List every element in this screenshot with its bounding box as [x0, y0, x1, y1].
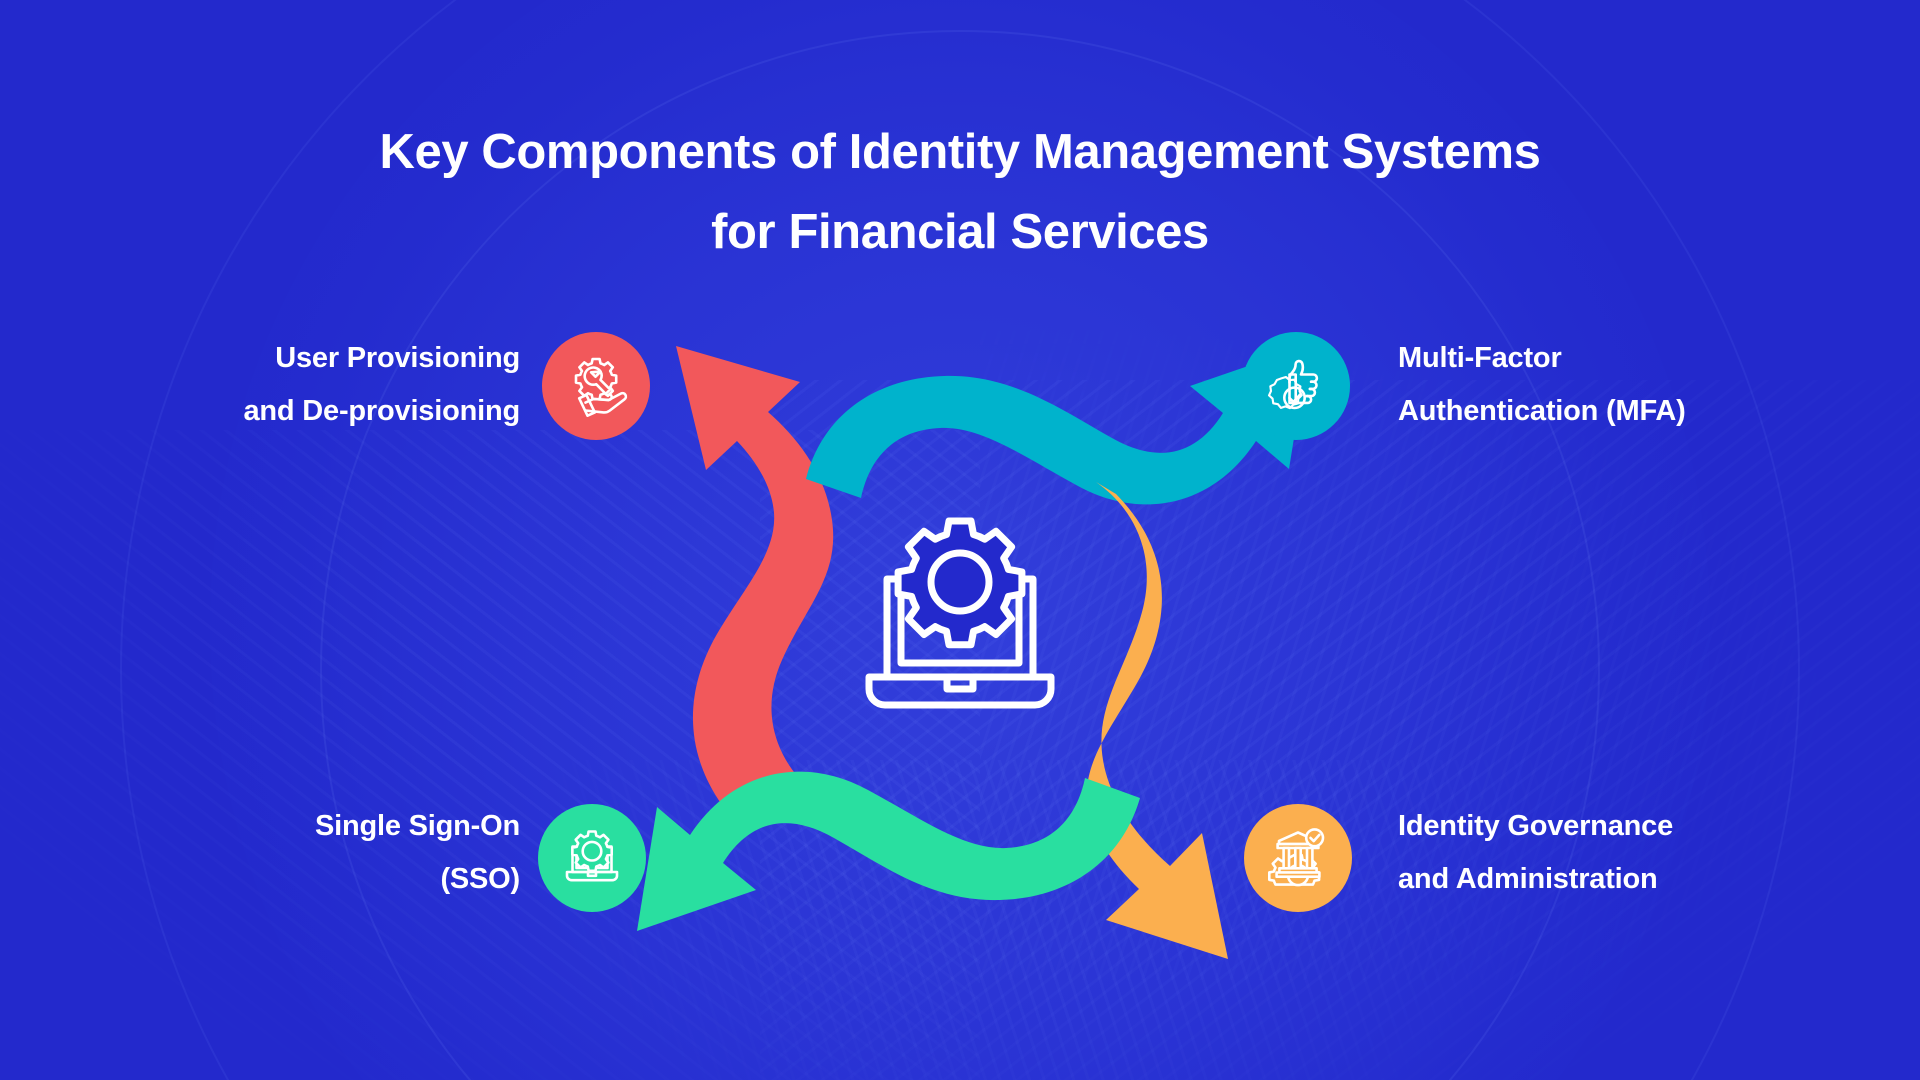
node-label-line-1: Single Sign-On: [314, 810, 520, 842]
arrow-to-sso: [637, 771, 1140, 931]
laptop-gear-icon: [865, 517, 1055, 709]
node-label-line-1: User Provisioning: [275, 342, 520, 374]
thumbs-up-verified-badge-icon: [1267, 359, 1319, 410]
node-label-line-2: and De-provisioning: [243, 395, 520, 427]
node-label-identity-governance: Identity Governance and Administration: [1398, 800, 1673, 906]
node-icon-user-provisioning[interactable]: [542, 332, 650, 440]
node-label-single-sign-on: Single Sign-On (SSO): [315, 800, 520, 906]
title-line-2: for Financial Services: [711, 205, 1209, 259]
title-line-1: Key Components of Identity Management Sy…: [379, 125, 1541, 179]
node-icon-single-sign-on[interactable]: [538, 804, 646, 912]
node-label-line-2: (SSO): [440, 863, 520, 895]
node-label-line-1: Multi-Factor: [1398, 342, 1562, 374]
node-icon-identity-governance[interactable]: [1244, 804, 1352, 912]
gear-hub: [927, 549, 993, 615]
node-icon-multi-factor-authentication[interactable]: [1242, 332, 1350, 440]
arrow-to-user-provisioning: [676, 346, 834, 828]
arrow-to-governance: [1086, 482, 1228, 959]
laptop-gear-icon: [565, 830, 619, 882]
node-label-multi-factor-authentication: Multi-Factor Authentication (MFA): [1398, 332, 1686, 438]
node-label-user-provisioning: User Provisioning and De-provisioning: [243, 332, 520, 438]
node-label-line-1: Identity Governance: [1398, 810, 1673, 842]
hand-holding-gear-wrench-icon: [574, 357, 628, 417]
page-title: Key Components of Identity Management Sy…: [0, 112, 1920, 272]
arrow-to-mfa: [806, 345, 1309, 505]
node-label-line-2: Authentication (MFA): [1398, 395, 1686, 427]
node-label-line-2: and Administration: [1398, 863, 1658, 895]
bank-gear-check-icon: [1268, 828, 1325, 887]
